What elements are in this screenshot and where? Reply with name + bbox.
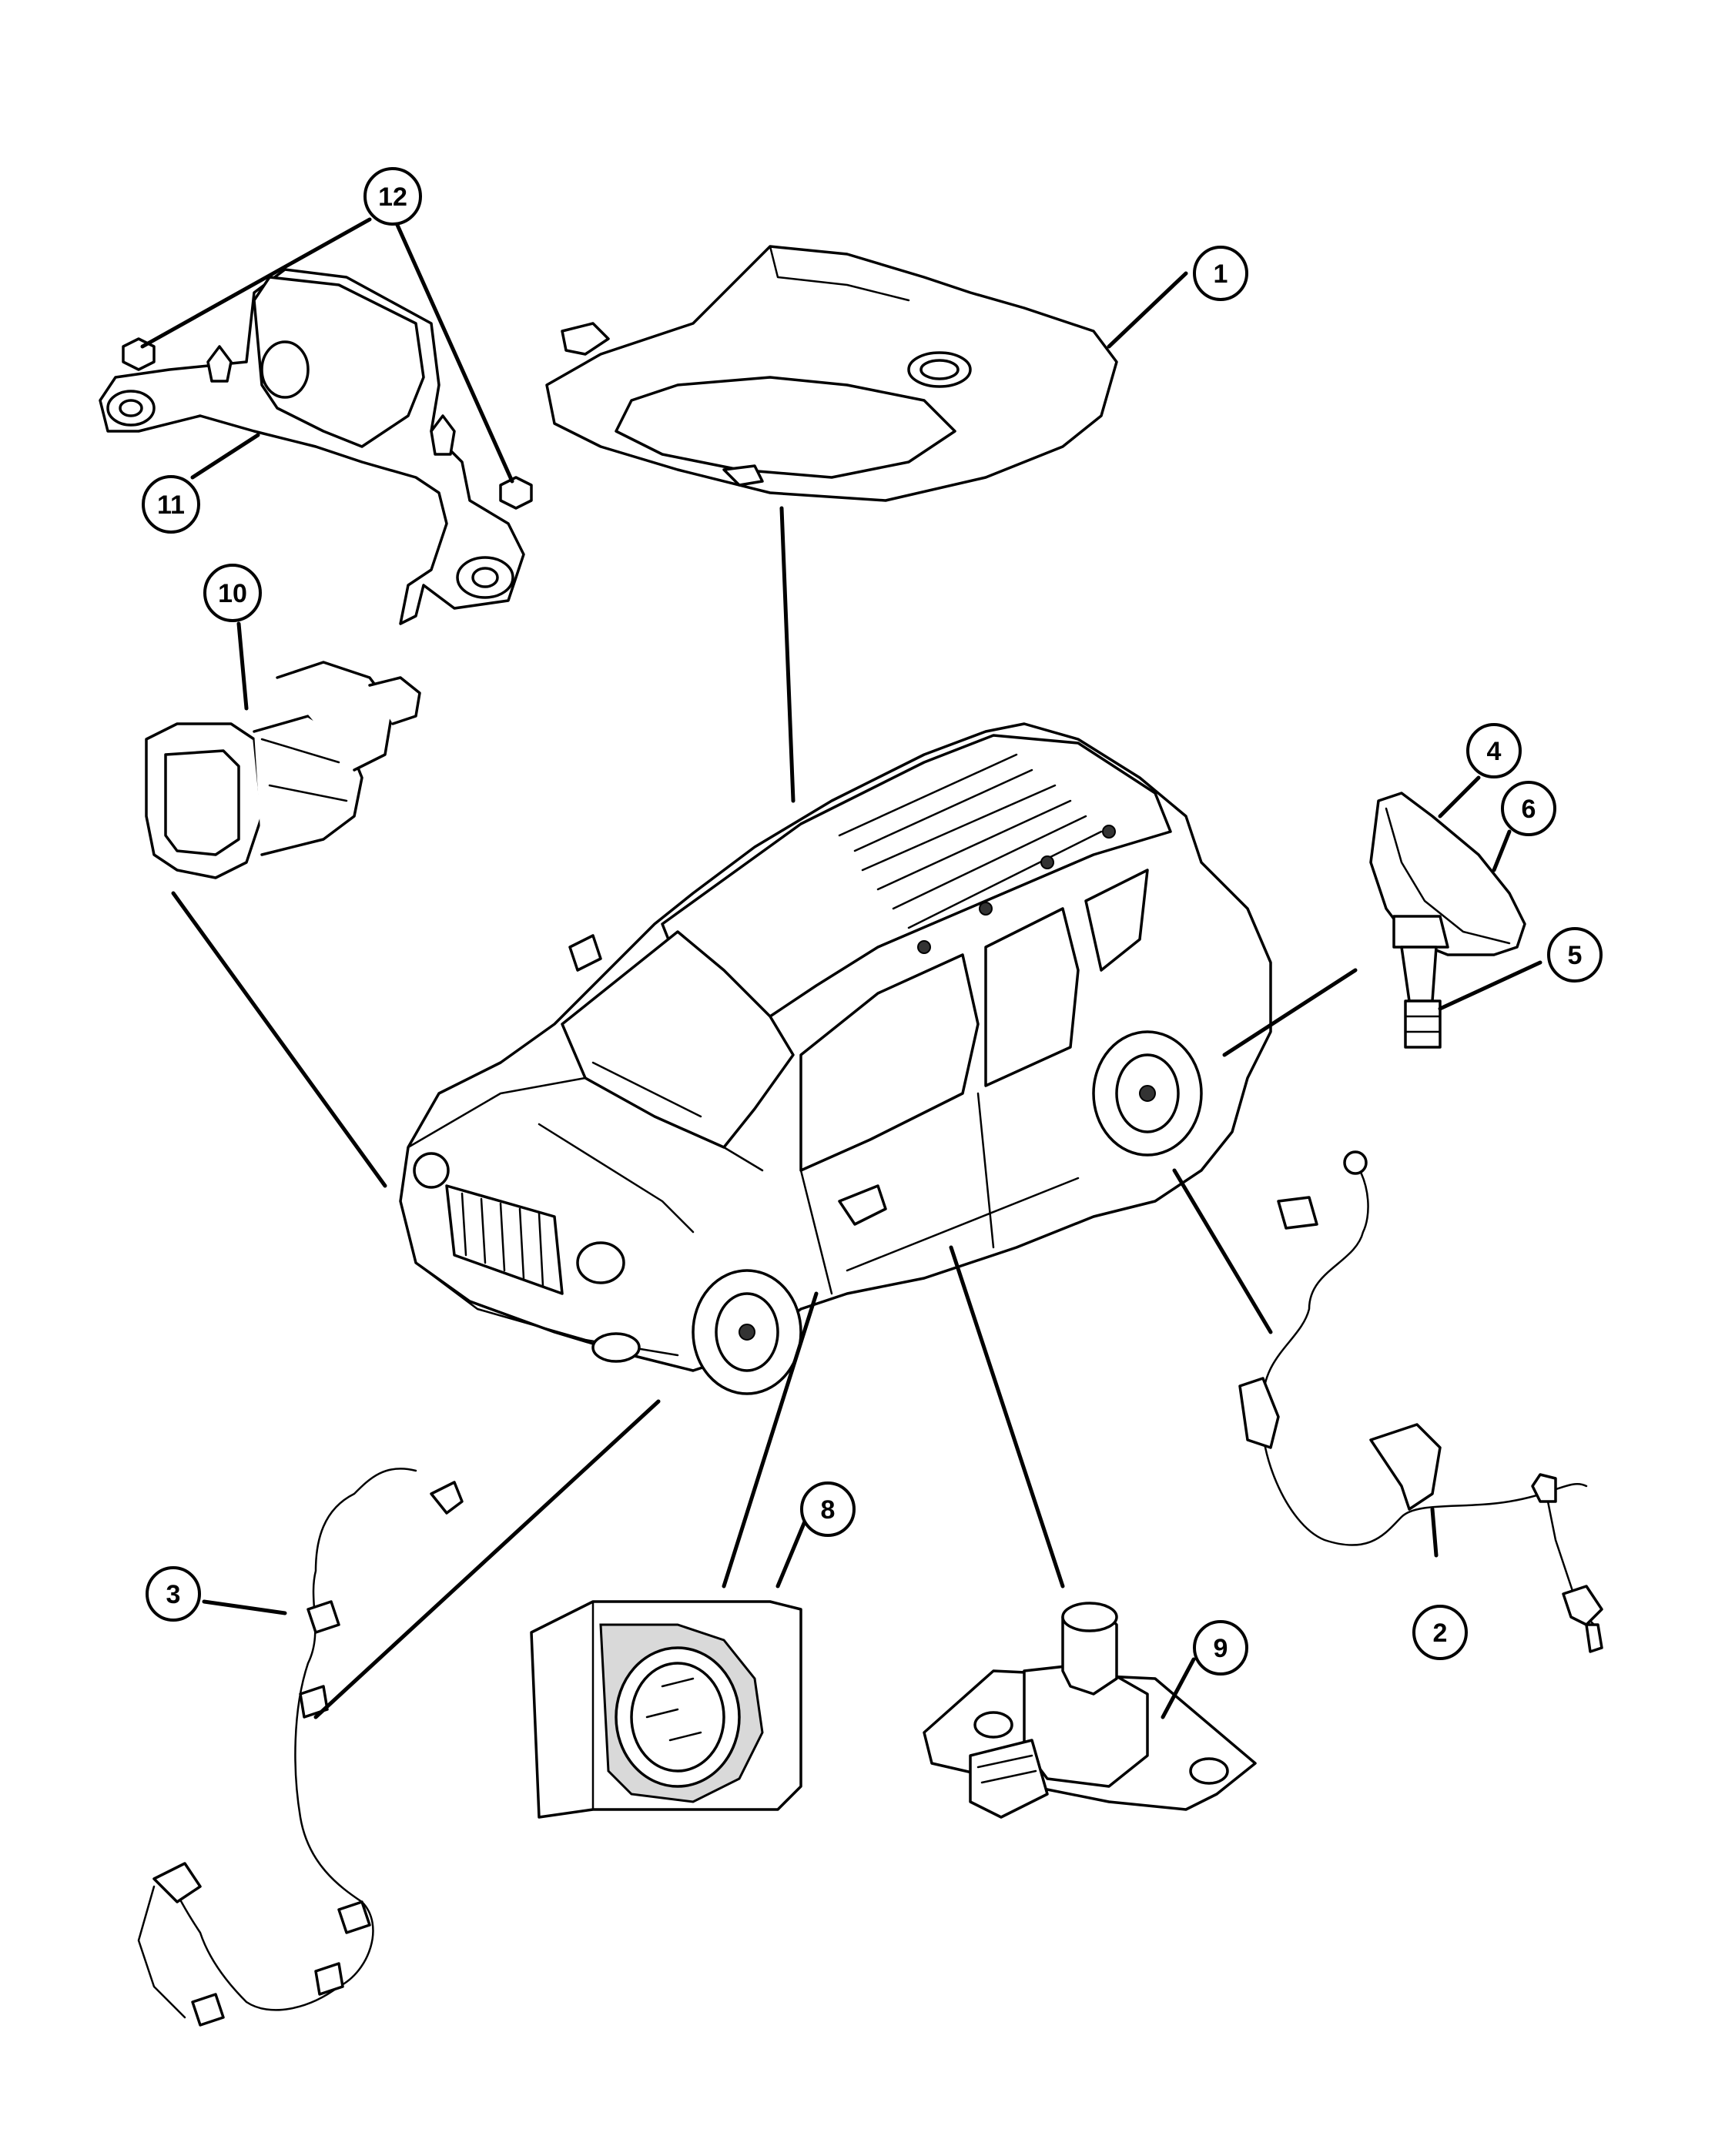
dynamics-sensor-part (923, 1602, 1257, 1819)
callout-9: 9 (1193, 1620, 1248, 1676)
callout-11: 11 (142, 475, 200, 534)
front-wheel-speed-sensor-part (137, 1468, 464, 2027)
callout-5: 5 (1547, 927, 1603, 983)
leader-lines (140, 217, 1542, 1719)
callout-1: 1 (1193, 246, 1248, 301)
callout-8: 8 (800, 1481, 856, 1537)
stop-lamp-switch-part (145, 661, 421, 879)
callout-4: 4 (1466, 723, 1522, 778)
tire-pressure-sensor-part (1369, 792, 1526, 956)
callout-3: 3 (146, 1566, 201, 1622)
callout-label-5: 5 (1568, 941, 1583, 970)
callout-label-1: 1 (1214, 259, 1228, 289)
sensor-nut-part (1392, 915, 1449, 949)
rear-wheel-speed-sensor-part (1238, 1150, 1603, 1653)
callout-label-2: 2 (1433, 1619, 1448, 1648)
sensor-bracket-part (99, 268, 525, 625)
callout-label-9: 9 (1214, 1634, 1228, 1663)
overhead-console-part (545, 245, 1118, 502)
callout-label-8: 8 (821, 1495, 836, 1525)
suv-icon (399, 722, 1272, 1395)
callout-10: 10 (203, 564, 262, 622)
sensor-connector-part (530, 1600, 802, 1819)
callout-2: 2 (1412, 1605, 1468, 1660)
valve-stem-part (1400, 946, 1442, 1049)
callout-label-6: 6 (1522, 795, 1536, 824)
callout-12: 12 (363, 167, 422, 226)
callout-6: 6 (1501, 781, 1556, 836)
callout-label-11: 11 (157, 490, 185, 520)
callout-label-12: 12 (378, 182, 407, 212)
callout-label-4: 4 (1487, 737, 1502, 766)
callout-label-10: 10 (218, 579, 247, 608)
callout-label-3: 3 (166, 1580, 181, 1609)
